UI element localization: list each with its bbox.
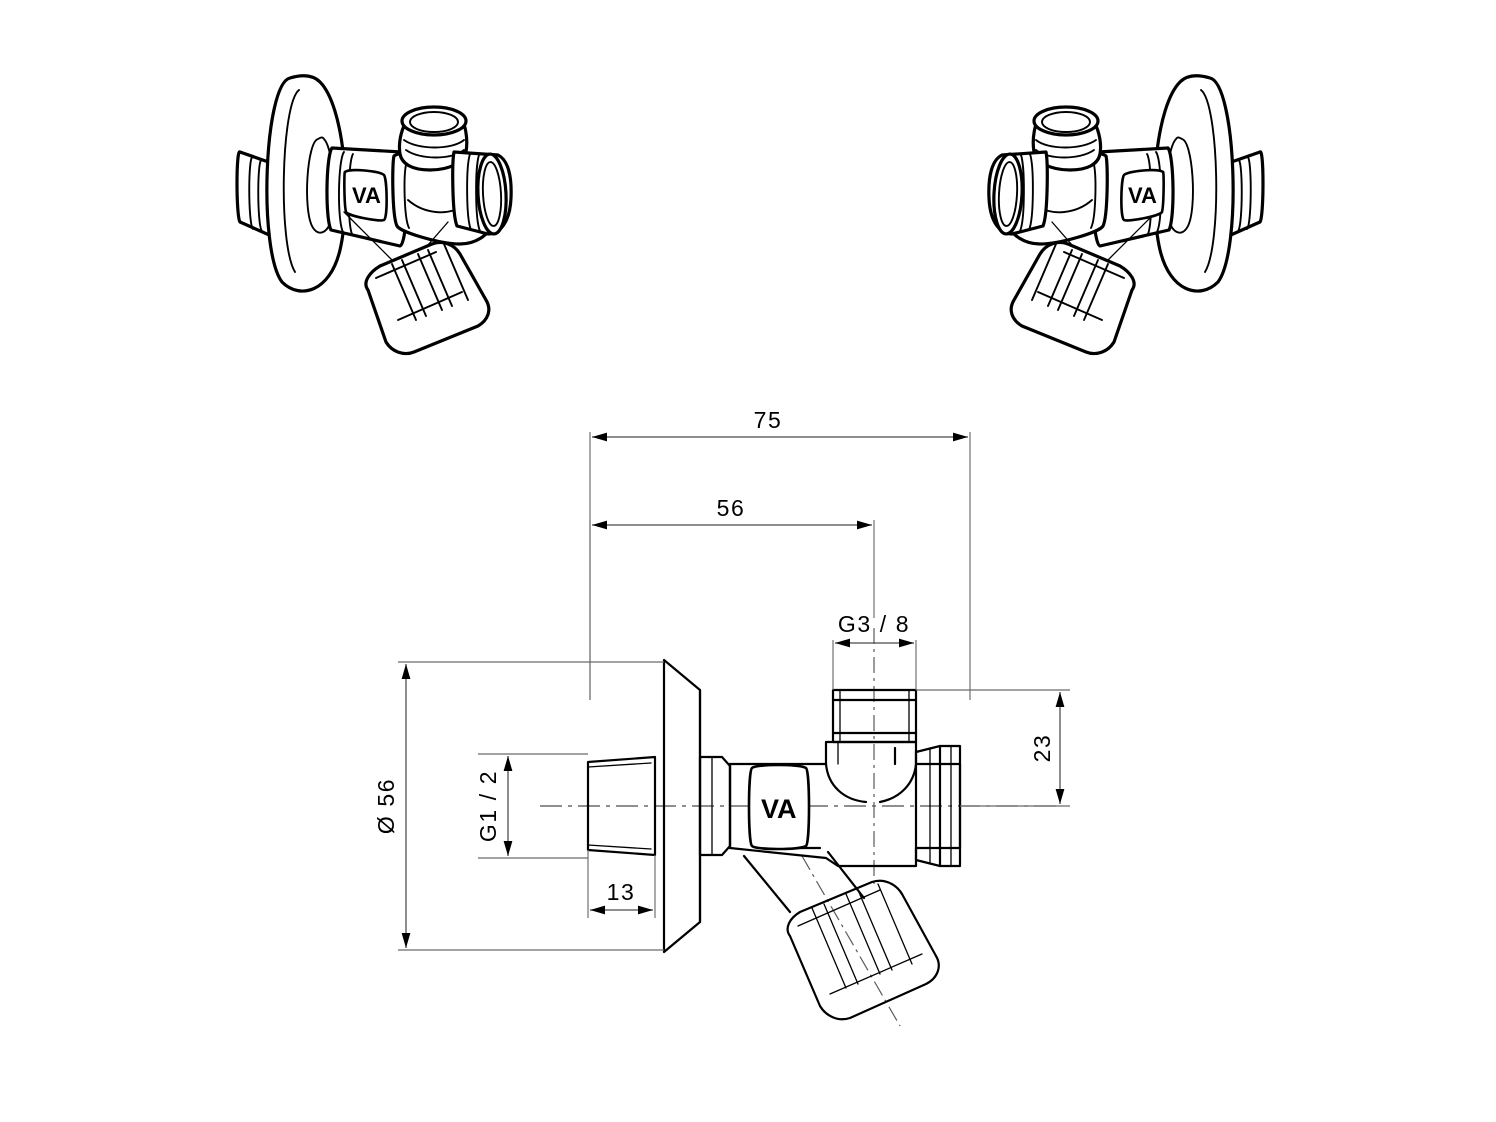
dimension-nipple-length-label: 13	[607, 879, 636, 905]
dimension-overall-length: 75	[589, 407, 971, 700]
section-handle-knob	[786, 879, 940, 1021]
dimension-inlet-thread-label: G1 / 2	[475, 770, 501, 842]
dimension-top-thread: G3 / 8	[832, 611, 917, 690]
section-right-outlet	[914, 744, 962, 868]
dimension-outlet-height: 23	[916, 689, 1070, 807]
dimension-overall-length-label: 75	[754, 407, 783, 433]
iso-left-top-outlet	[397, 105, 469, 172]
section-top-outlet	[831, 688, 918, 744]
iso-right-flange	[1152, 74, 1235, 293]
dimension-flange-diameter: Ø 56	[373, 661, 664, 951]
iso-right-brand-plate: VA	[1120, 168, 1165, 222]
dimension-inlet-thread: G1 / 2	[475, 753, 588, 859]
dimension-outlet-height-label: 23	[1029, 734, 1055, 763]
dimension-flange-diameter-label: Ø 56	[373, 778, 399, 834]
handle-centerline	[801, 855, 901, 1027]
section-brand-label: VA	[761, 794, 797, 824]
iso-right-handle	[1009, 211, 1157, 356]
iso-left-brand-label: VA	[352, 183, 381, 208]
iso-right-brand-label: VA	[1128, 183, 1157, 208]
iso-left-handle	[343, 211, 491, 356]
dimension-outlet-distance: 56	[589, 495, 875, 700]
isometric-view-left: VA	[235, 74, 513, 356]
dimension-outlet-distance-label: 56	[717, 495, 746, 521]
iso-left-right-outlet	[451, 150, 513, 236]
iso-right-top-outlet	[1031, 105, 1103, 172]
iso-left-brand-plate: VA	[343, 168, 388, 222]
dimension-top-thread-label: G3 / 8	[838, 611, 910, 637]
section-brand-plate: VA	[747, 763, 811, 851]
iso-right-outlet	[987, 150, 1049, 236]
dimension-nipple-length: 13	[587, 850, 656, 918]
